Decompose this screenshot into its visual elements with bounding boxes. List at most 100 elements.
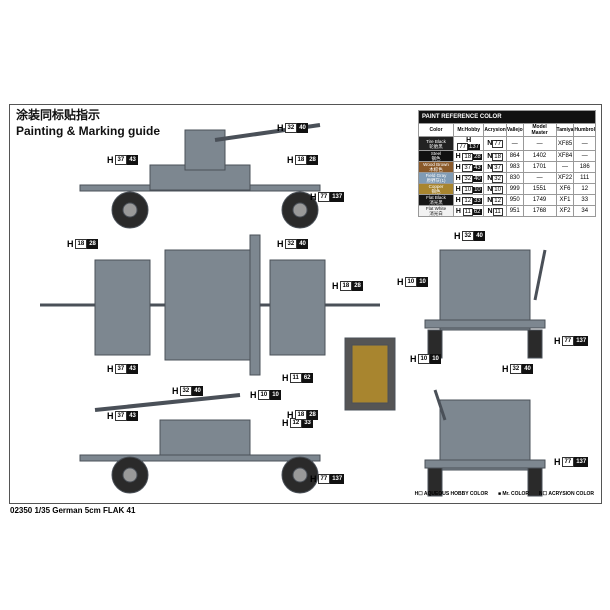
color-name: Copper [428,184,444,189]
model-master-code: 1701 [522,161,557,173]
acrysion-code: 18 [492,152,503,161]
acrysion-code: 12 [492,196,503,205]
h-prefix: H [310,192,317,202]
acrysion-code: 77 [492,140,503,148]
hobby-code: 32 [284,239,298,249]
humbrol-code: — [573,150,596,162]
h-prefix: H [277,123,284,133]
color-name-cn: 钢色 [431,156,441,161]
h-prefix: H [282,373,289,383]
color-name-cn: 消光黑 [429,200,443,205]
mr-color-code: 28 [87,239,98,249]
hobby-code: 32 [284,123,298,133]
title-chinese: 涂装同标贴指示 [16,108,101,122]
mr-color-code: 28 [352,281,363,291]
hobby-code: 11 [462,207,473,216]
h-prefix: H [454,231,461,241]
h-prefix: H [282,418,289,428]
h-prefix: H [554,336,561,346]
n-prefix: N [487,196,493,204]
h-prefix: H [287,410,294,420]
tamiya-code: XF85 [555,136,575,151]
hobby-code: 32 [461,231,475,241]
model-master-code: 1402 [522,150,557,162]
vallejo-code: 999 [505,183,524,195]
tamiya-code: XF6 [555,183,575,195]
h-prefix: H [332,281,339,291]
hobby-code: 18 [294,155,308,165]
n-prefix: N [487,152,493,160]
h-prefix: H [466,137,472,144]
table-caption: PAINT REFERENCE COLOR [418,110,596,124]
h-prefix: H [107,364,114,374]
mr-color-code: 33 [473,197,482,204]
acrysion-code: 32 [492,174,503,183]
legend-mr-color: ■ Mr. COLOR [497,491,530,497]
h-prefix: H [455,152,461,160]
side-view-bottom [79,393,321,494]
h-prefix: H [172,386,179,396]
h-prefix: H [310,474,317,484]
acrysion-code: 37 [492,163,503,172]
guide-frame [9,104,602,504]
mr-color-code: 137 [574,336,589,346]
mr-color-code: 40 [522,364,533,374]
mr-color-code: 137 [330,474,345,484]
color-name-cn: 消光白 [429,211,443,216]
tamiya-code: XF84 [555,150,575,162]
hobby-code: 18 [294,410,308,420]
h-prefix: H [277,239,284,249]
humbrol-code: — [573,136,596,151]
mr-color-code: 43 [473,164,482,171]
column-header: Acrysion [483,123,507,137]
mr-color-code: 43 [127,411,138,421]
mr-color-code: 43 [127,364,138,374]
humbrol-code: 12 [573,183,596,195]
color-name: Flat Black [426,195,446,200]
hobby-code: 77 [457,143,469,151]
humbrol-code: 33 [573,194,596,206]
mr-color-code: 137 [468,144,481,150]
mr-color-code: 40 [473,175,482,182]
n-prefix: N [487,207,493,215]
column-header: Model Master [522,123,557,137]
hobby-code: 32 [179,386,193,396]
hobby-code: 37 [462,163,474,172]
mr-color-code: 10 [430,354,441,364]
model-master-code: 1749 [522,194,557,206]
column-header: Color [418,123,454,137]
vallejo-code: 864 [505,150,524,162]
mr-color-code: 40 [474,231,485,241]
n-prefix: N [487,185,493,193]
n-prefix: N [487,174,493,182]
top-view [40,234,380,376]
mr-color-code: 62 [472,208,482,215]
mr-color-code: 10 [417,277,428,287]
column-header: Humbrol [573,123,596,137]
hobby-code: 37 [114,364,128,374]
tamiya-code: XF22 [555,172,575,184]
